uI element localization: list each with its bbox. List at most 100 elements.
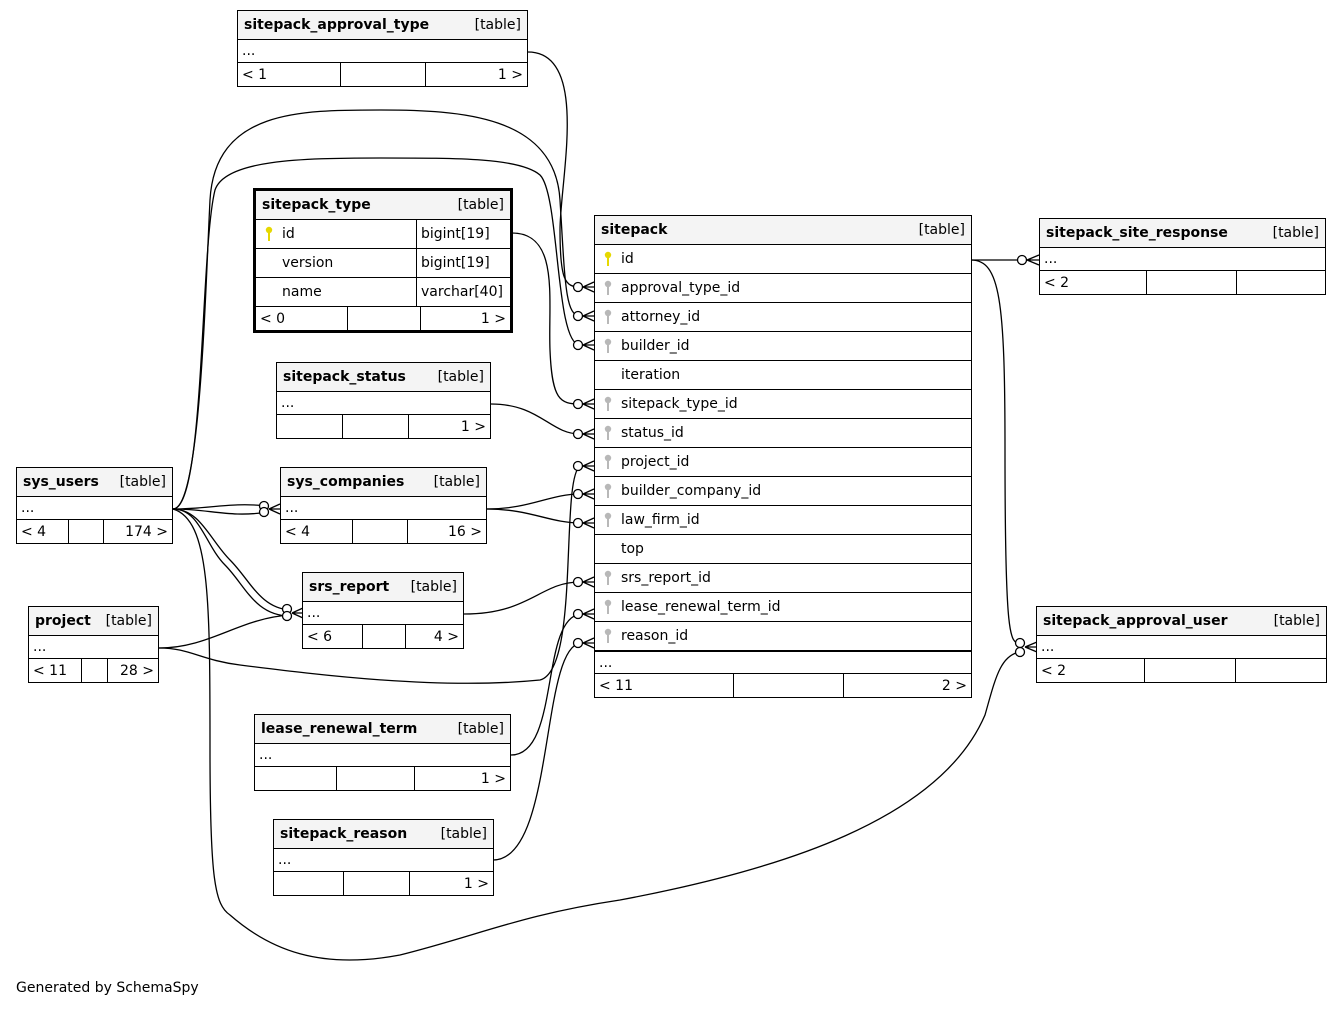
child-count[interactable]: 1 > [480,770,506,787]
column-row[interactable]: id [595,245,971,274]
parent-count[interactable]: < 2 [1037,659,1145,682]
column-name: sitepack_type_id [621,396,738,412]
column-row[interactable]: reason_id [595,622,971,651]
parent-count[interactable] [274,872,344,895]
column-row[interactable]: sitepack_type_id [595,390,971,419]
table-header[interactable]: srs_report [table] [303,573,463,602]
table-header[interactable]: lease_renewal_term [table] [255,715,510,744]
column-row[interactable]: top [595,535,971,564]
column-row[interactable]: status_id [595,419,971,448]
column-count [341,63,426,86]
column-row[interactable]: law_firm_id [595,506,971,535]
table-type: [table] [437,369,484,385]
table-type: [table] [457,197,504,213]
table-sitepack-type[interactable]: sitepack_type [table] id bigint[19] vers… [253,188,513,333]
table-header[interactable]: sitepack [table] [595,216,971,245]
table-footer: < 2 [1037,659,1326,682]
parent-count[interactable] [255,767,337,790]
relation-users-companies-2 [172,508,269,515]
child-count[interactable]: 28 > [120,662,154,679]
child-count[interactable]: 1 > [460,418,486,435]
column-row[interactable]: srs_report_id [595,564,971,593]
column-row[interactable]: version bigint[19] [256,249,510,278]
child-count[interactable]: 1 > [497,66,523,83]
parent-count[interactable] [277,415,343,438]
table-header[interactable]: sys_companies [table] [281,468,486,497]
zero-many-marker [572,398,584,410]
table-type: [table] [474,17,521,33]
column-row[interactable]: attorney_id [595,303,971,332]
table-sitepack-status[interactable]: sitepack_status [table] ... 1 > [276,362,491,439]
parent-count[interactable]: < 4 [17,520,69,543]
child-count[interactable]: 1 > [463,875,489,892]
column-row[interactable]: approval_type_id [595,274,971,303]
columns-ellipsis: ... [238,40,527,63]
table-sitepack-approval-type[interactable]: sitepack_approval_type [table] ... < 1 1… [237,10,528,87]
parent-count[interactable]: < 0 [256,307,348,330]
table-name: srs_report [309,579,390,595]
child-count[interactable]: 4 > [433,628,459,645]
child-count[interactable]: 174 > [125,523,168,540]
parent-count[interactable]: < 11 [29,659,82,682]
table-type: [table] [457,721,504,737]
column-row[interactable]: lease_renewal_term_id [595,593,971,622]
table-sitepack-approval-user[interactable]: sitepack_approval_user [table] ... < 2 [1036,606,1327,683]
child-count[interactable] [1236,659,1326,682]
column-row[interactable]: iteration [595,361,971,390]
table-header[interactable]: sitepack_type [table] [256,191,510,220]
child-count[interactable]: 2 > [941,677,967,694]
table-header[interactable]: sys_users [table] [17,468,172,497]
table-type: [table] [440,826,487,842]
relation-law-firm [486,508,581,524]
child-count[interactable] [1237,271,1325,294]
column-row[interactable]: builder_id [595,332,971,361]
relation-approval-type [527,51,581,288]
child-count[interactable]: 1 > [480,310,506,327]
column-name: version [282,255,334,271]
column-row[interactable]: id bigint[19] [256,220,510,249]
table-project[interactable]: project [table] ... < 11 28 > [28,606,159,683]
relation-approval-user-1 [970,259,1021,644]
column-row[interactable]: project_id [595,448,971,477]
table-lease-renewal-term[interactable]: lease_renewal_term [table] ... 1 > [254,714,511,791]
parent-count[interactable]: < 6 [303,625,363,648]
primary-key-icon [256,226,282,242]
table-sitepack-site-response[interactable]: sitepack_site_response [table] ... < 2 [1039,218,1326,295]
column-name: builder_company_id [621,483,762,499]
parent-count[interactable]: < 1 [238,63,341,86]
table-type: [table] [1272,225,1319,241]
table-header[interactable]: sitepack_approval_type [table] [238,11,527,40]
parent-count[interactable]: < 2 [1040,271,1147,294]
table-header[interactable]: project [table] [29,607,158,636]
table-header[interactable]: sitepack_site_response [table] [1040,219,1325,248]
parent-count[interactable]: < 11 [595,674,734,697]
table-name: project [35,613,91,629]
relation-users-approval-user [172,508,1021,961]
table-footer: < 0 1 > [256,307,510,330]
table-sys-companies[interactable]: sys_companies [table] ... < 4 16 > [280,467,487,544]
table-header[interactable]: sitepack_approval_user [table] [1037,607,1326,636]
zero-many-marker [572,576,584,588]
table-name: sitepack_approval_user [1043,613,1228,629]
table-sys-users[interactable]: sys_users [table] ... < 4 174 > [16,467,173,544]
column-row[interactable]: builder_company_id [595,477,971,506]
relation-srs-report [463,581,581,615]
parent-count[interactable]: < 4 [281,520,353,543]
table-header[interactable]: sitepack_status [table] [277,363,490,392]
column-name: approval_type_id [621,280,741,296]
zero-many-marker [281,610,293,622]
column-name: iteration [621,367,681,383]
child-count[interactable]: 16 > [448,523,482,540]
foreign-key-icon [595,570,621,586]
table-header[interactable]: sitepack_reason [table] [274,820,493,849]
zero-many-marker [572,310,584,322]
column-row[interactable]: name varchar[40] [256,278,510,307]
zero-many-marker [572,428,584,440]
columns-ellipsis: ... [277,392,490,415]
table-srs-report[interactable]: srs_report [table] ... < 6 4 > [302,572,464,649]
table-sitepack-reason[interactable]: sitepack_reason [table] ... 1 > [273,819,494,896]
column-count [363,625,406,648]
relation-project [158,465,581,684]
zero-many-marker [1014,637,1026,649]
